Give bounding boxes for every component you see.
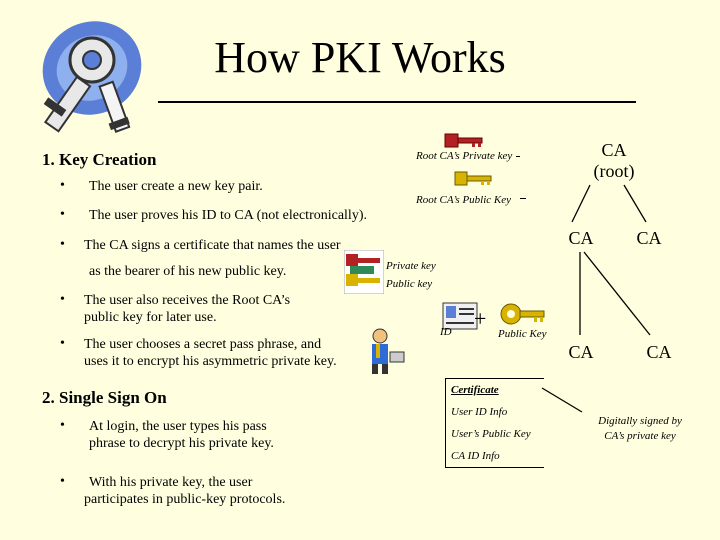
certificate-line-2: User’s Public Key <box>451 428 531 440</box>
key-creation-bullet-3a: The CA signs a certificate that names th… <box>84 238 341 253</box>
public-key2-label: Public Key <box>498 328 547 340</box>
user-at-computer-icon <box>372 328 405 374</box>
key-creation-bullet-1: The user create a new key pair. <box>89 179 263 194</box>
certificate-line-1: User ID Info <box>451 406 508 418</box>
id-card-icon <box>442 302 478 330</box>
bullet-dot: • <box>60 474 65 489</box>
page-title: How PKI Works <box>214 33 506 82</box>
bullet-dot: • <box>60 292 65 307</box>
key-pair-icon <box>344 250 384 294</box>
signed-note-line-2: CA’s private key <box>604 430 676 442</box>
key-creation-bullet-2: The user proves his ID to CA (not electr… <box>89 208 367 223</box>
ca-node: CA <box>636 228 662 248</box>
key-creation-heading: 1. Key Creation <box>42 150 157 169</box>
private-key-label: Private key <box>386 260 436 272</box>
certificate-line-3: CA ID Info <box>451 450 500 462</box>
sso-bullet-1a: At login, the user types his pass <box>89 419 267 434</box>
ca-root-sublabel: (root) <box>593 161 635 181</box>
sso-bullet-2b: participates in public-key protocols. <box>84 492 286 507</box>
gold-key-icon <box>500 303 545 325</box>
sso-bullet-2a: With his private key, the user <box>89 475 253 490</box>
single-sign-on-heading: 2. Single Sign On <box>42 388 167 407</box>
certificate-bracket <box>445 378 544 468</box>
pki-keys-clipart-icon <box>42 21 142 133</box>
red-key-icon <box>444 133 483 148</box>
title-divider <box>158 101 636 103</box>
ca-node: CA <box>646 342 672 362</box>
signed-note: Digitally signed by CA’s private key <box>590 414 690 444</box>
bullet-dot: • <box>60 418 65 433</box>
key-creation-bullet-4a: The user also receives the Root CA’s <box>84 293 291 308</box>
id-label: ID <box>440 326 452 338</box>
gold-key-icon <box>454 171 492 186</box>
public-key-label: Public key <box>386 278 433 290</box>
key-creation-bullet-5a: The user chooses a secret pass phrase, a… <box>84 337 322 352</box>
arrow-line <box>516 156 520 158</box>
key-creation-bullet-5b: uses it to encrypt his asymmetric privat… <box>84 354 337 369</box>
ca-root-node: CA (root) <box>588 140 640 182</box>
bullet-dot: • <box>60 237 65 252</box>
signed-note-line-1: Digitally signed by <box>598 415 682 427</box>
key-creation-bullet-4b: public key for later use. <box>84 310 217 325</box>
sso-bullet-1b: phrase to decrypt his private key. <box>89 436 274 451</box>
root-private-key-label: Root CA’s Private key <box>416 150 513 162</box>
bullet-dot: • <box>60 178 65 193</box>
ca-node: CA <box>568 228 594 248</box>
root-public-key-label: Root CA’s Public Key <box>416 194 512 206</box>
key-creation-bullet-3b: as the bearer of his new public key. <box>89 264 287 279</box>
bullet-dot: • <box>60 207 65 222</box>
ca-node: CA <box>568 342 594 362</box>
plus-sign: + <box>474 306 487 331</box>
bullet-dot: • <box>60 336 65 351</box>
certificate-title: Certificate <box>451 384 499 396</box>
arrow-line <box>520 198 526 200</box>
ca-root-label: CA <box>601 140 627 160</box>
